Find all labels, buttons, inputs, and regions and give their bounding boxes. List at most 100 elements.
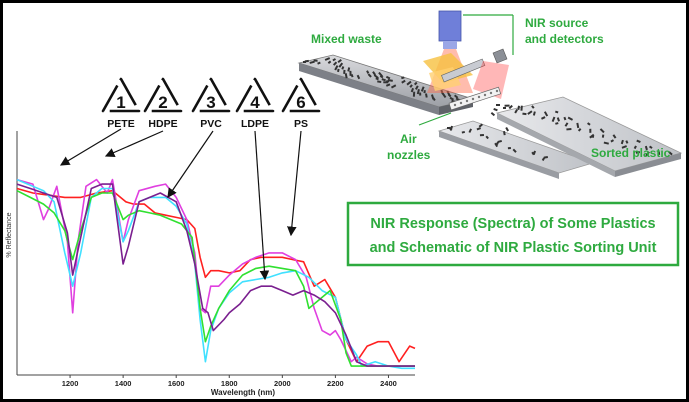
plastic-piece bbox=[657, 151, 661, 155]
nozzle-hole bbox=[477, 95, 481, 99]
plastic-piece bbox=[441, 92, 447, 99]
plastic-piece bbox=[514, 109, 518, 114]
plastic-piece bbox=[532, 111, 536, 116]
plastic-piece bbox=[337, 59, 342, 64]
plastic-piece bbox=[503, 107, 506, 109]
plastic-piece bbox=[461, 130, 466, 134]
plastic-piece bbox=[543, 111, 549, 117]
plastic-piece bbox=[341, 66, 345, 70]
plastic-piece bbox=[387, 78, 393, 82]
plastic-piece bbox=[601, 134, 605, 138]
plastic-piece bbox=[450, 125, 454, 130]
plastic-piece bbox=[576, 122, 580, 129]
air-label-line bbox=[418, 112, 452, 126]
plastic-piece bbox=[448, 126, 453, 132]
code-arrows bbox=[59, 128, 302, 281]
recycle-triangle-icon bbox=[281, 77, 321, 113]
air-label-1: Air bbox=[400, 132, 417, 146]
recycling-code-label: HDPE bbox=[148, 118, 177, 130]
plastic-piece bbox=[531, 105, 535, 109]
air-nozzles bbox=[418, 86, 502, 126]
plastic-piece bbox=[419, 92, 422, 96]
recycling-code-number: 6 bbox=[296, 93, 305, 112]
plastic-piece bbox=[390, 84, 397, 89]
arrow-pete bbox=[59, 128, 122, 166]
plastic-piece bbox=[373, 74, 379, 79]
plastic-piece bbox=[478, 123, 483, 128]
plastic-piece bbox=[633, 145, 637, 150]
plastic-piece bbox=[378, 71, 383, 78]
sorting-unit-schematic: Mixed waste NIR source and detectors Air… bbox=[297, 10, 683, 179]
nozzle-hole bbox=[459, 101, 463, 105]
plastic-piece bbox=[343, 69, 346, 74]
plastic-piece bbox=[479, 133, 484, 137]
plastic-piece bbox=[446, 90, 451, 96]
plastic-piece bbox=[564, 122, 569, 127]
plastic-piece bbox=[332, 58, 336, 62]
arrow-hdpe bbox=[104, 130, 164, 158]
mixed-waste-label: Mixed waste bbox=[311, 32, 382, 46]
plastic-piece bbox=[453, 94, 459, 99]
plastic-piece bbox=[567, 116, 574, 121]
plastic-piece bbox=[554, 110, 559, 114]
plastic-piece bbox=[625, 140, 629, 144]
plastic-piece bbox=[410, 87, 414, 93]
plastic-piece bbox=[347, 67, 351, 72]
plastic-piece bbox=[635, 151, 640, 154]
plastic-piece bbox=[610, 139, 615, 143]
plastic-piece bbox=[313, 59, 318, 62]
plastic-piece bbox=[589, 128, 592, 133]
plastic-piece bbox=[412, 91, 416, 97]
x-tick-label: 1800 bbox=[221, 379, 238, 388]
plastic-piece bbox=[303, 61, 306, 63]
plastic-piece bbox=[504, 104, 510, 107]
plastic-piece bbox=[520, 105, 523, 111]
recycling-code-number: 2 bbox=[158, 93, 167, 112]
plastic-piece bbox=[420, 86, 425, 92]
plastic-piece bbox=[377, 80, 382, 83]
plastic-piece bbox=[512, 148, 517, 153]
plastic-piece bbox=[385, 83, 391, 87]
plastic-piece bbox=[527, 110, 533, 115]
plastic-piece bbox=[337, 68, 340, 73]
plastic-piece bbox=[332, 61, 338, 66]
plastic-piece bbox=[304, 59, 309, 63]
x-tick-label: 1400 bbox=[115, 379, 132, 388]
recycling-code-label: PETE bbox=[107, 118, 134, 130]
plastic-piece bbox=[563, 116, 567, 121]
nozzle-hole bbox=[465, 99, 469, 103]
x-tick-label: 2000 bbox=[274, 379, 291, 388]
nozzle-hole bbox=[483, 93, 487, 97]
arrow-ldpe bbox=[254, 130, 270, 281]
plastic-piece bbox=[496, 104, 500, 106]
plastic-piece bbox=[367, 73, 372, 78]
nir-source-label-2: and detectors bbox=[525, 32, 604, 46]
plastic-piece bbox=[649, 145, 653, 149]
plastic-piece bbox=[430, 94, 435, 100]
recycling-code-number: 4 bbox=[250, 93, 260, 112]
plastic-piece bbox=[366, 70, 370, 74]
plastic-piece bbox=[493, 107, 498, 112]
x-tick-label: 1200 bbox=[62, 379, 79, 388]
recycling-code-number: 3 bbox=[206, 93, 215, 112]
plastic-piece bbox=[349, 70, 352, 76]
sorted-plastic-label: Sorted plastic bbox=[591, 146, 671, 160]
plastic-piece bbox=[517, 105, 520, 110]
caption-line-2: and Schematic of NIR Plastic Sorting Uni… bbox=[370, 240, 657, 256]
plastic-piece bbox=[381, 78, 386, 82]
x-axis-label: Wavelength (nm) bbox=[211, 388, 275, 397]
sorted-conveyors bbox=[437, 93, 683, 179]
plastic-piece bbox=[645, 151, 650, 157]
plastic-piece bbox=[415, 85, 419, 90]
plastic-piece bbox=[522, 112, 527, 116]
plastic-piece bbox=[385, 75, 391, 80]
plastic-piece bbox=[485, 135, 489, 140]
plastic-piece bbox=[449, 96, 454, 101]
plastic-piece bbox=[406, 80, 412, 86]
plastic-piece bbox=[468, 128, 473, 133]
